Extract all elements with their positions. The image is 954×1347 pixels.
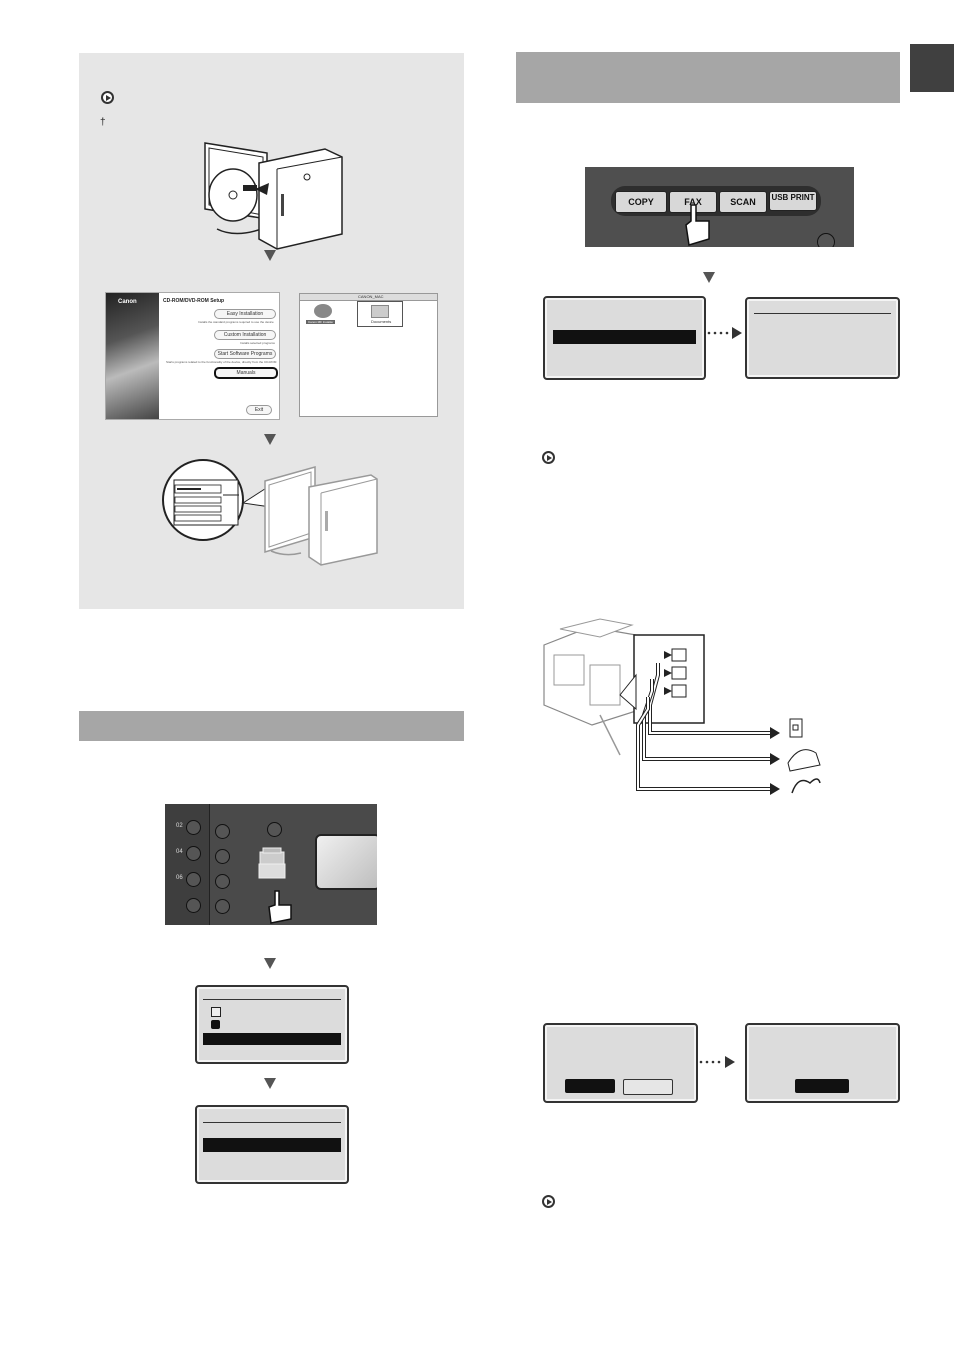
- dagger-mark: †: [100, 117, 106, 128]
- lcd-selected-row[interactable]: [203, 1138, 341, 1152]
- panel-key-3[interactable]: [215, 874, 230, 889]
- step-arrow-down: [264, 434, 276, 445]
- mac-title-bar: [300, 294, 437, 301]
- copy-button[interactable]: COPY: [615, 191, 667, 213]
- lcd-yes-option[interactable]: [565, 1079, 615, 1093]
- scan-button[interactable]: SCAN: [719, 191, 767, 213]
- lcd-selected-row[interactable]: [553, 330, 696, 344]
- lcd-no-option[interactable]: [623, 1079, 673, 1095]
- status-monitor-panel: 02 04 06: [165, 804, 377, 925]
- usb-print-button[interactable]: USB PRINT: [769, 191, 817, 211]
- step-arrow-down: [264, 250, 276, 261]
- step-arrow-down: [264, 958, 276, 969]
- speed-dial-04-key[interactable]: [186, 846, 201, 861]
- exit-button[interactable]: Exit: [246, 405, 272, 415]
- folder-shape: [371, 305, 389, 318]
- speed-dial-02-label: 02: [176, 823, 183, 829]
- transition-arrow: [707, 327, 742, 339]
- stop-key[interactable]: [817, 233, 835, 247]
- mode-panel: COPY FAX SCAN USB PRINT: [585, 167, 854, 247]
- lcd-title-line: [754, 313, 891, 314]
- lcd-title-line: [203, 1122, 341, 1123]
- reference-arrow-icon: [542, 451, 555, 464]
- speed-dial-06-label: 06: [176, 875, 183, 881]
- driver-install-panel: † Canon CD-ROM/DVD-ROM Setup Easy Instal…: [79, 53, 464, 609]
- panel-key-2[interactable]: [215, 849, 230, 864]
- fax-lcd-screen: [543, 296, 706, 380]
- installer-label[interactable]: Canon MF Installer: [306, 320, 336, 324]
- phone-line-connection-illustration: [543, 618, 821, 795]
- lcd-menu-screen-2: [195, 1105, 349, 1184]
- status-monitor-screen: [315, 834, 377, 890]
- device-status-icon: [258, 847, 286, 879]
- disc-icon: [314, 304, 332, 318]
- caption-easy: Installs the standard programs required …: [198, 320, 274, 324]
- reference-arrow-icon: [101, 91, 114, 104]
- manuals-button[interactable]: Manuals: [214, 367, 278, 379]
- reference-arrow-icon: [542, 1195, 555, 1208]
- pointing-hand-icon: [268, 890, 292, 924]
- caption-software: Starts programs related to the functiona…: [166, 360, 277, 364]
- step-arrow-down: [264, 1078, 276, 1089]
- panel-key-1[interactable]: [215, 824, 230, 839]
- lcd-title-line: [203, 999, 341, 1000]
- start-software-button[interactable]: Start Software Programs: [214, 349, 276, 359]
- speed-dial-04-label: 04: [176, 849, 183, 855]
- computer-magnified-illustration: [162, 459, 378, 566]
- setup-title: CD-ROM/DVD-ROM Setup: [163, 298, 225, 304]
- fax-lcd-result-screen: [745, 297, 900, 379]
- speed-dial-r-key[interactable]: [186, 898, 201, 913]
- section-header-band-right: [516, 52, 900, 103]
- transition-arrow: [699, 1056, 735, 1068]
- section-tab: [910, 44, 954, 92]
- speed-dial-06-key[interactable]: [186, 872, 201, 887]
- section-header-band-left: [79, 711, 464, 741]
- setup-side-image: [106, 293, 159, 419]
- pointing-hand-icon: [685, 204, 710, 246]
- toner-icon: [211, 1020, 220, 1029]
- confirm-lcd-screen: [543, 1023, 698, 1103]
- paper-icon: [211, 1007, 221, 1017]
- result-lcd-screen: [745, 1023, 900, 1103]
- step-arrow-down: [703, 272, 715, 283]
- speed-dial-02-key[interactable]: [186, 820, 201, 835]
- canon-logo: Canon: [118, 299, 137, 305]
- panel-key-4[interactable]: [215, 899, 230, 914]
- mac-finder-window: CANON_MAC Canon MF Installer Documents: [299, 293, 438, 417]
- lcd-ok-option[interactable]: [795, 1079, 849, 1093]
- easy-installation-button[interactable]: Easy Installation: [214, 309, 276, 319]
- custom-installation-button[interactable]: Custom Installation: [214, 330, 276, 340]
- panel-key-5[interactable]: [267, 822, 282, 837]
- cd-insert-illustration: [204, 142, 343, 250]
- lcd-selected-row[interactable]: [203, 1033, 341, 1045]
- caption-custom: Installs selected programs: [240, 341, 275, 345]
- documents-folder-icon[interactable]: [357, 301, 403, 327]
- documents-label: Documents: [371, 319, 392, 324]
- mac-window-title: CANON_MAC: [358, 294, 384, 299]
- windows-setup-window: Canon CD-ROM/DVD-ROM Setup Easy Installa…: [105, 292, 280, 420]
- lcd-menu-screen-1: [195, 985, 349, 1064]
